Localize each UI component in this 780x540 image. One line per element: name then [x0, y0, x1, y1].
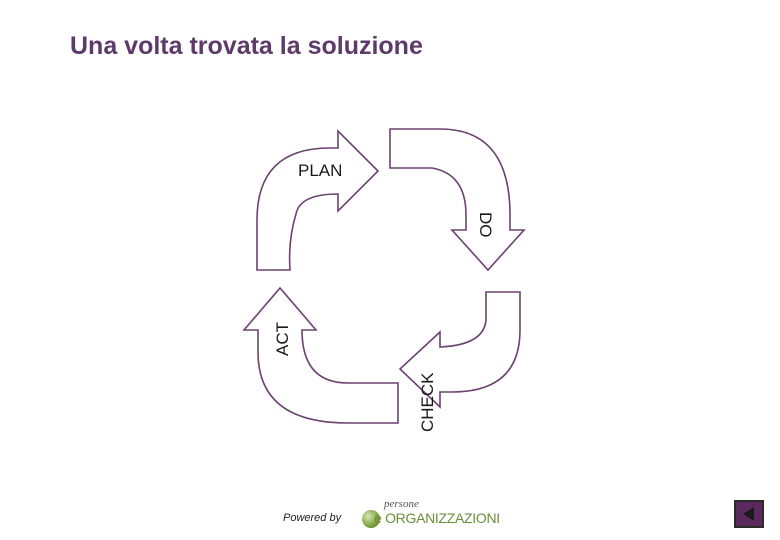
act-arrow: [242, 286, 399, 424]
triangle-left-icon: [743, 507, 754, 521]
powered-by-text: Powered by: [283, 512, 342, 524]
do-arrow: [389, 128, 526, 272]
previous-slide-button[interactable]: [734, 500, 764, 528]
plan-arrow: [256, 129, 380, 271]
act-label: ACT: [273, 322, 292, 356]
do-label: DO: [476, 212, 495, 238]
logo-big-text: e ORGANIZZAZIONI: [374, 510, 500, 526]
logo-small-text: persone: [384, 498, 419, 510]
slide-title: Una volta trovata la soluzione: [70, 32, 423, 60]
organizzazioni-logo: persone e ORGANIZZAZIONI: [360, 498, 505, 534]
check-arrow: [398, 291, 521, 409]
logo-ball-icon: [362, 510, 380, 528]
check-label: CHECK: [418, 372, 437, 432]
plan-label: PLAN: [298, 161, 342, 180]
